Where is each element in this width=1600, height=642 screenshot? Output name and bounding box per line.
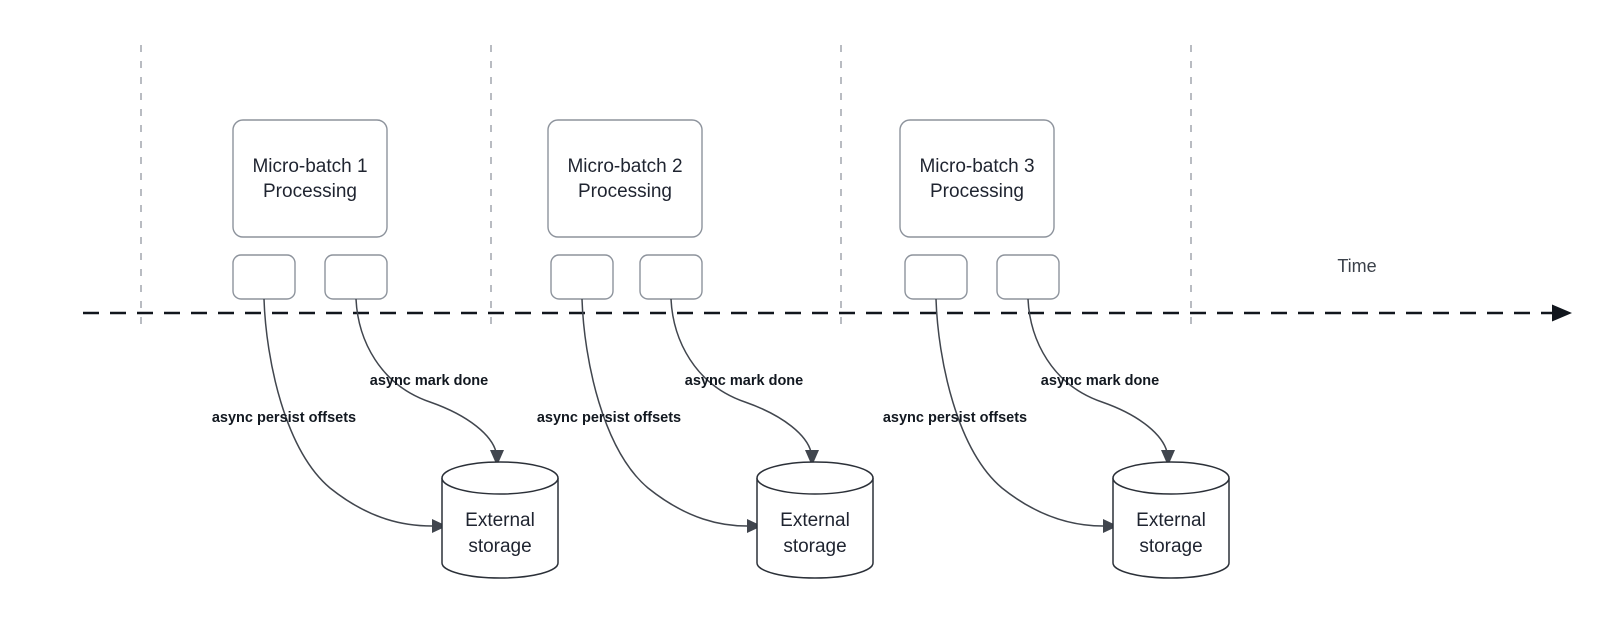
async-persist-offsets-edge (263, 298, 433, 527)
external-storage-top (441, 461, 559, 495)
external-storage-top (1112, 461, 1230, 495)
external-storage-3[interactable]: External storage (1112, 461, 1230, 579)
mark-done-task-box[interactable] (324, 254, 388, 300)
external-storage-line1: External (1136, 510, 1206, 531)
micro-batch-box-line2: Processing (263, 181, 357, 202)
async-mark-done-edge (670, 298, 812, 453)
async-mark-done-arrowhead (1161, 450, 1175, 466)
micro-batch-group-3: Micro-batch 3 Processing External storag… (883, 119, 1230, 579)
external-storage-line1: External (780, 510, 850, 531)
async-mark-done-label: async mark done (370, 373, 488, 389)
timeline-arrowhead (1552, 304, 1572, 322)
async-persist-offsets-edge (581, 298, 748, 527)
micro-batch-box-line2: Processing (578, 181, 672, 202)
async-persist-offsets-arrowhead (1103, 519, 1118, 533)
async-mark-done-arrowhead (490, 450, 504, 466)
timeline-axis: Time (83, 256, 1572, 322)
async-mark-done-label: async mark done (1041, 373, 1159, 389)
micro-batch-box-rect (899, 119, 1055, 238)
async-persist-offsets-arrowhead (432, 519, 447, 533)
external-storage-line1: External (465, 510, 535, 531)
async-mark-done-arrowhead (805, 450, 819, 466)
micro-batch-box-1[interactable]: Micro-batch 1 Processing (232, 119, 388, 238)
async-mark-done-label: async mark done (685, 373, 803, 389)
async-persist-offsets-label: async persist offsets (883, 410, 1027, 426)
external-storage-body (1112, 478, 1230, 579)
async-persist-offsets-label: async persist offsets (212, 410, 356, 426)
external-storage-1[interactable]: External storage (441, 461, 559, 579)
separator-lines (140, 45, 1192, 333)
micro-batch-box-rect (547, 119, 703, 238)
micro-batch-box-rect (232, 119, 388, 238)
micro-batch-box-3[interactable]: Micro-batch 3 Processing (899, 119, 1055, 238)
micro-batch-box-line1: Micro-batch 3 (919, 156, 1034, 177)
async-persist-offsets-label: async persist offsets (537, 410, 681, 426)
external-storage-line2: storage (1139, 536, 1202, 557)
async-persist-offsets-arrowhead (747, 519, 762, 533)
micro-batch-box-line1: Micro-batch 1 (252, 156, 367, 177)
external-storage-top (756, 461, 874, 495)
micro-batch-group-1: Micro-batch 1 Processing External storag… (212, 119, 559, 579)
external-storage-2[interactable]: External storage (756, 461, 874, 579)
persist-offsets-task-box[interactable] (904, 254, 968, 300)
external-storage-body (756, 478, 874, 579)
async-persist-offsets-edge (935, 298, 1104, 527)
micro-batch-group-2: Micro-batch 2 Processing External storag… (537, 119, 874, 579)
async-mark-done-edge (355, 298, 497, 453)
micro-batch-box-line2: Processing (930, 181, 1024, 202)
time-axis-label: Time (1337, 256, 1376, 276)
external-storage-body (441, 478, 559, 579)
mark-done-task-box[interactable] (639, 254, 703, 300)
async-mark-done-edge (1027, 298, 1168, 453)
micro-batch-box-2[interactable]: Micro-batch 2 Processing (547, 119, 703, 238)
external-storage-line2: storage (468, 536, 531, 557)
persist-offsets-task-box[interactable] (232, 254, 296, 300)
mark-done-task-box[interactable] (996, 254, 1060, 300)
external-storage-line2: storage (783, 536, 846, 557)
persist-offsets-task-box[interactable] (550, 254, 614, 300)
micro-batch-box-line1: Micro-batch 2 (567, 156, 682, 177)
